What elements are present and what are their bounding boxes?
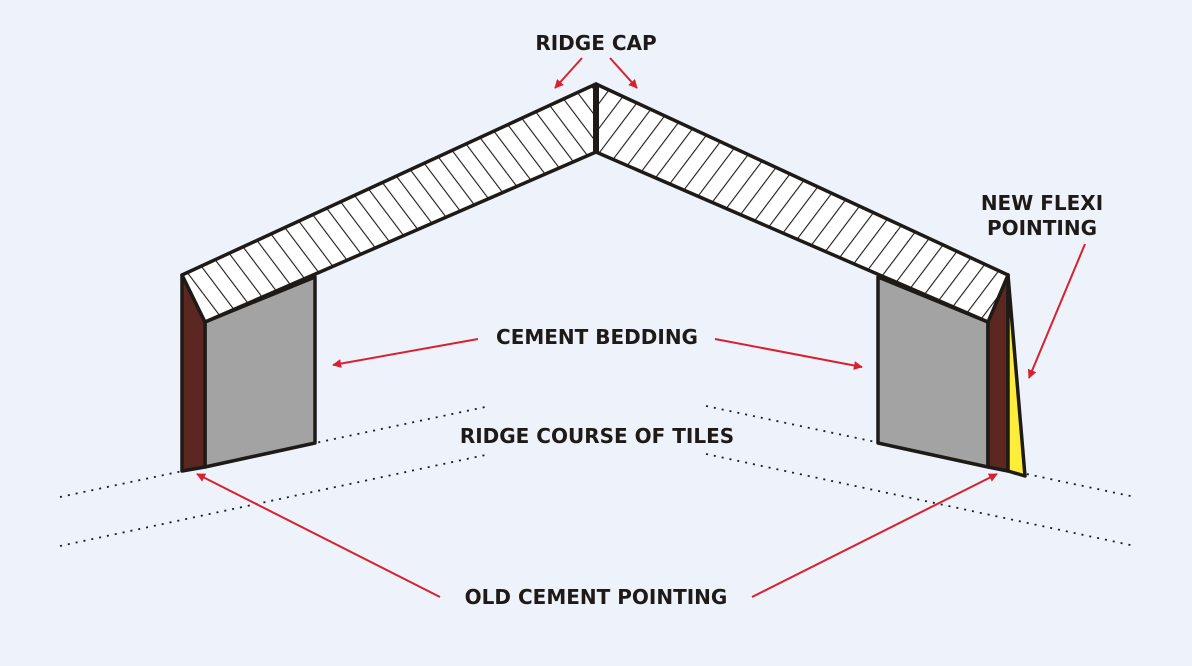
cement-bedding: [203, 275, 990, 469]
old-cement-pointing-arrow-right: [751, 473, 998, 598]
ridge-cap-arrow-left: [554, 57, 583, 89]
label-new-flexi-pointing-line2: POINTING: [987, 216, 1097, 240]
ridge-cap-arrow-right: [609, 57, 638, 89]
new-flexi-pointing: [1006, 273, 1027, 478]
ridge-cap-right-half: [594, 82, 1010, 324]
annotation-arrows: [196, 57, 1086, 598]
old-cement-pointing-arrow-left: [196, 473, 441, 598]
cement-bedding-arrow-right: [714, 338, 863, 370]
label-old-cement-pointing: OLD CEMENT POINTING: [465, 585, 728, 609]
label-ridge-course-of-tiles: RIDGE COURSE OF TILES: [460, 424, 734, 448]
label-new-flexi-pointing-line1: NEW FLEXI: [981, 191, 1103, 215]
labels: RIDGE CAP NEW FLEXI POINTING CEMENT BEDD…: [460, 31, 1103, 609]
ridge-cap: [180, 82, 1010, 324]
ridge-cap-left-half: [180, 82, 598, 324]
label-cement-bedding: CEMENT BEDDING: [496, 325, 698, 349]
new-flexi-pointing-arrow: [1027, 243, 1086, 379]
cement-bedding-arrow-left: [332, 338, 479, 368]
ridge-course-tile-lines: [59, 405, 1136, 547]
label-ridge-cap: RIDGE CAP: [535, 31, 656, 55]
